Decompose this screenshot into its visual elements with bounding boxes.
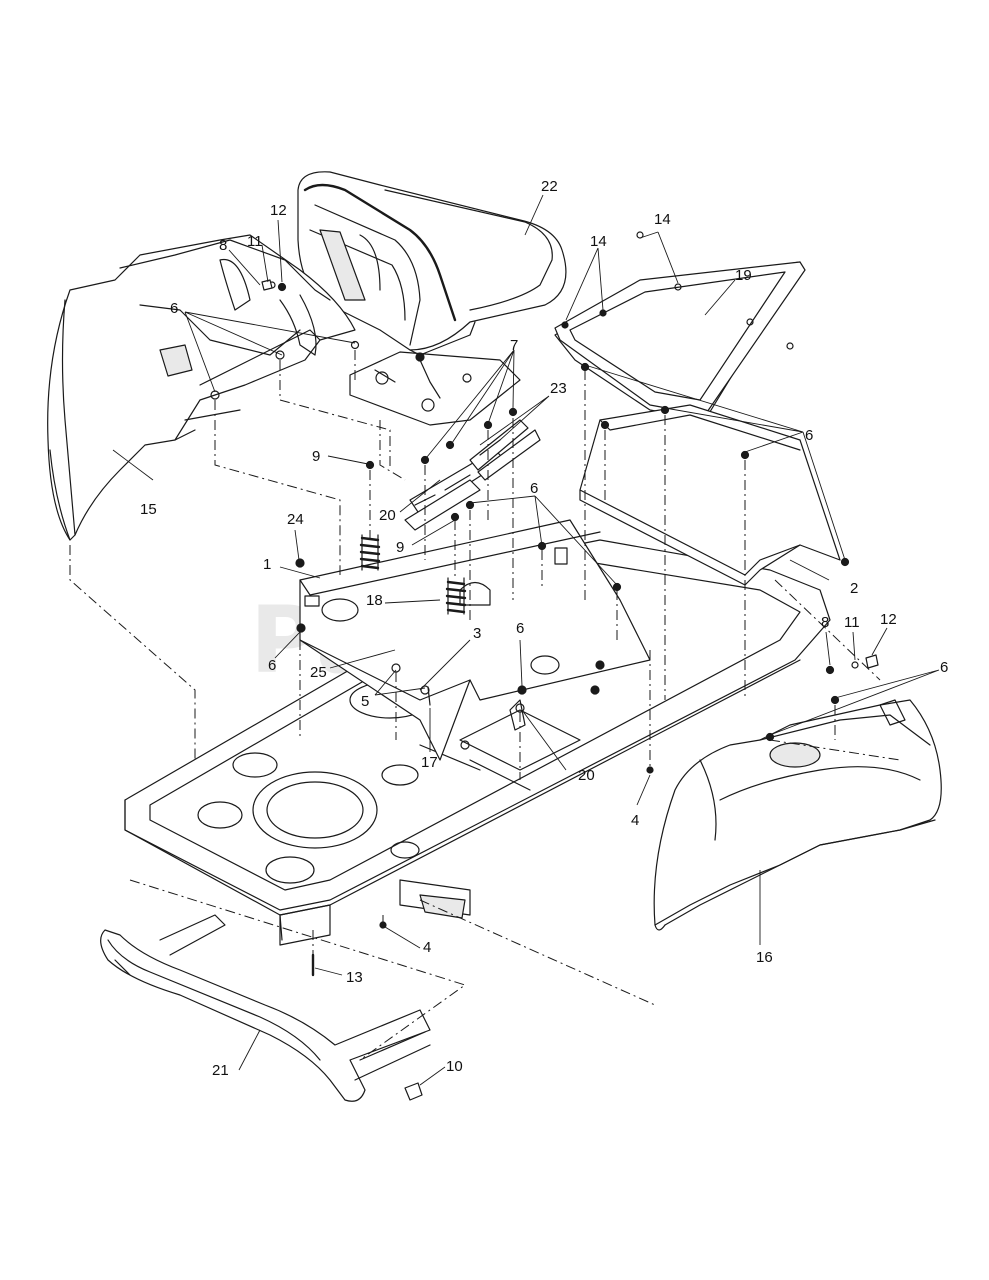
nut-6-plate-a	[580, 362, 590, 372]
pin-17	[427, 686, 431, 706]
callout-22: 22	[541, 178, 558, 195]
hardware	[210, 231, 879, 1101]
callout-10: 10	[446, 1058, 463, 1075]
bolt-4-right	[646, 766, 654, 774]
nut-6-left-b	[275, 350, 285, 360]
callout-1: 1	[263, 556, 271, 573]
nut-6-plate-e	[600, 420, 610, 430]
callout-15: 15	[140, 501, 157, 518]
callout-19: 19	[735, 267, 752, 284]
body-pan	[299, 519, 651, 761]
callout-16: 16	[756, 949, 773, 966]
bolt-24	[295, 558, 305, 568]
nut-7-b	[445, 440, 455, 450]
bolt-10	[404, 1082, 423, 1101]
callout-4-front: 4	[423, 939, 431, 956]
callout-4-right: 4	[631, 812, 639, 829]
callout-labels: 22 12 11 8 6 14 14 19 7 23 6 9 15 20 6 9…	[140, 178, 948, 1079]
foot-plate	[554, 261, 806, 421]
nut-6-left-c	[350, 340, 360, 350]
callout-25: 25	[310, 664, 327, 681]
screw-5b	[420, 685, 430, 695]
bolt-8-right	[825, 665, 835, 675]
nut-6-plate-c	[740, 450, 750, 460]
callout-23: 23	[550, 380, 567, 397]
callout-6-plate: 6	[805, 427, 813, 444]
nut-7-d	[508, 407, 518, 417]
callout-9-upper: 9	[312, 448, 320, 465]
callout-11-right: 11	[844, 614, 860, 631]
callout-24: 24	[287, 511, 304, 528]
callout-12-left: 12	[270, 202, 287, 219]
callout-13: 13	[346, 969, 363, 986]
callout-6-right: 6	[940, 659, 948, 676]
callout-18: 18	[366, 592, 383, 609]
seat-bracket	[349, 351, 521, 426]
nut-6-right-a	[830, 695, 840, 705]
nut-6-center	[517, 685, 527, 695]
callout-6-pan: 6	[516, 620, 524, 637]
nut-6-plate-d	[840, 557, 850, 567]
callout-3: 3	[473, 625, 481, 642]
screw-14-mid	[599, 309, 607, 317]
callout-20-upper: 20	[379, 507, 396, 524]
nut-7-a	[420, 455, 430, 465]
callout-21: 21	[212, 1062, 229, 1079]
spring-lower	[445, 577, 467, 615]
right-fender	[653, 699, 942, 931]
seat	[297, 171, 567, 356]
nut-7-c	[483, 420, 493, 430]
callout-8-left: 8	[219, 237, 227, 254]
screw-14-top-b	[674, 283, 682, 291]
screw-14-far	[786, 342, 794, 350]
callout-6-center: 6	[530, 480, 538, 497]
nut-6-plate-b	[660, 405, 670, 415]
callout-20-lower: 20	[578, 767, 595, 784]
screw-14-left	[561, 321, 569, 329]
callout-14-top: 14	[654, 211, 671, 228]
callout-12-right: 12	[880, 611, 897, 628]
nut-6-frame	[296, 623, 306, 633]
callout-5: 5	[361, 693, 369, 710]
callout-7: 7	[510, 337, 518, 354]
washer-11-right	[851, 661, 859, 669]
bolt-8-left	[277, 282, 287, 292]
nut-9-lower	[450, 512, 460, 522]
callout-6-frame: 6	[268, 657, 276, 674]
callout-leaders	[112, 194, 940, 1086]
callout-8-right: 8	[821, 614, 829, 631]
front-bumper	[100, 914, 431, 1102]
nut-9-upper	[365, 460, 375, 470]
callout-6-left: 6	[170, 300, 178, 317]
callout-11-left: 11	[247, 233, 263, 250]
callout-9-lower: 9	[396, 539, 404, 556]
callout-17: 17	[421, 754, 438, 771]
screw-12-left	[261, 279, 273, 291]
alignment-lines	[69, 350, 901, 1061]
left-fender	[47, 234, 356, 541]
screw-12-right	[865, 654, 879, 669]
callout-14-left: 14	[590, 233, 607, 250]
callout-2: 2	[850, 580, 858, 597]
screw-14-right	[746, 318, 754, 326]
